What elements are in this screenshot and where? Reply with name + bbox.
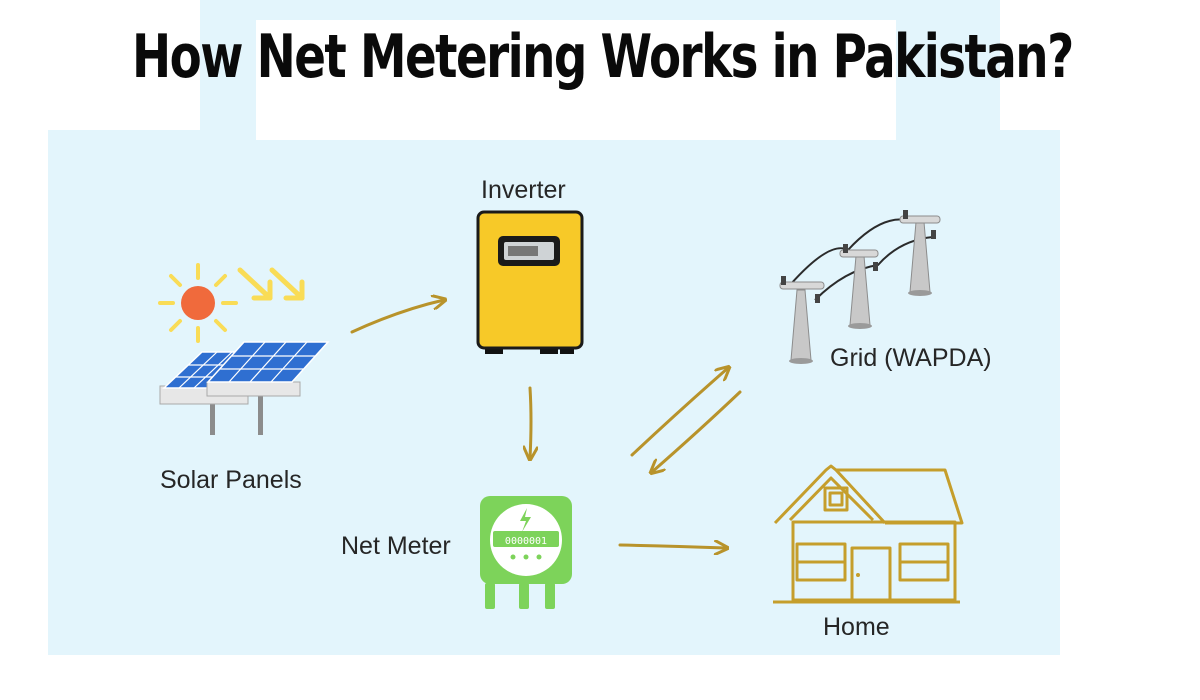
door-knob [856, 573, 860, 577]
solar-panel-icon [159, 341, 330, 435]
inverter-icon [476, 210, 584, 354]
arrow-inverter-to-meter [530, 386, 531, 458]
arrow-meter-to-home [618, 545, 726, 548]
arrow-grid-to-meter [652, 390, 742, 472]
label-grid: Grid (WAPDA) [830, 344, 992, 372]
home-icon [773, 464, 964, 604]
sun-icon [158, 263, 238, 343]
net-meter-icon: 0000001 [480, 496, 572, 609]
label-inverter: Inverter [481, 176, 566, 204]
title-band [256, 20, 896, 140]
power-grid-towers-icon [779, 210, 941, 364]
meter-reading: 0000001 [505, 536, 547, 547]
label-solar-panels: Solar Panels [160, 466, 302, 494]
sunlight-arrows-icon [237, 267, 305, 301]
page-title: How Net Metering Works in Pakistan? [132, 22, 1074, 92]
label-home: Home [823, 613, 890, 641]
arrow-solar-to-inverter [350, 300, 444, 334]
label-net-meter: Net Meter [341, 532, 451, 560]
flow-arrows [350, 300, 742, 548]
arrow-meter-to-grid [630, 368, 728, 457]
bottom-white-strip [30, 655, 1060, 700]
